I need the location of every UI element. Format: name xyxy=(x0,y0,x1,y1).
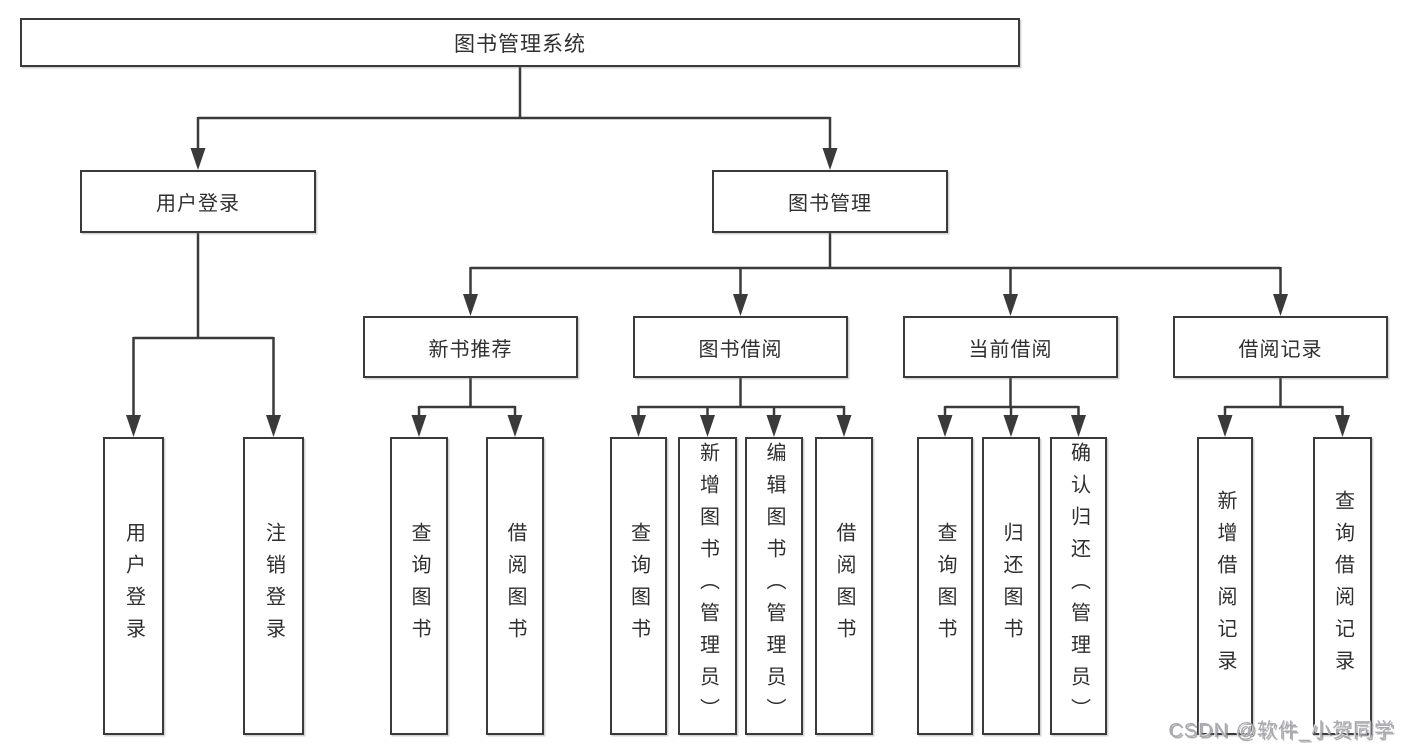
node-label: 查询图书 xyxy=(934,522,956,650)
leaf-borrow-books-recommend: 借阅图书 xyxy=(486,437,544,735)
node-label: 图书管理系统 xyxy=(454,32,586,56)
node-label: 当前借阅 xyxy=(968,338,1053,361)
leaf-edit-book-admin: 编辑图书（管理员） xyxy=(745,437,803,735)
arrow-down-icon xyxy=(733,294,748,316)
arrow-down-icon xyxy=(507,415,523,437)
node-label: 查询图书 xyxy=(408,522,430,650)
edge-root-to-level2 xyxy=(196,67,832,149)
node-label: 新增图书（管理员） xyxy=(696,442,719,730)
node-label: 图书借阅 xyxy=(698,338,783,361)
node-label: 用户登录 xyxy=(156,193,240,215)
leaf-query-books-recommend: 查询图书 xyxy=(390,437,448,735)
node-label: 借阅图书 xyxy=(833,522,855,650)
arrowheads xyxy=(126,148,1350,437)
node-current-borrow: 当前借阅 xyxy=(903,316,1118,378)
arrow-down-icon xyxy=(937,415,953,437)
leaf-logout-login: 注销登录 xyxy=(243,437,304,735)
leaf-query-borrow-record: 查询借阅记录 xyxy=(1313,437,1372,735)
node-new-book-recommend: 新书推荐 xyxy=(363,316,578,378)
edge-bookmgmt-children xyxy=(469,233,1282,295)
arrow-down-icon xyxy=(631,415,646,437)
arrow-down-icon xyxy=(836,415,852,437)
node-label: 借阅记录 xyxy=(1238,338,1323,361)
edge-userlogin-children xyxy=(132,233,275,416)
leaf-query-books-borrow: 查询图书 xyxy=(610,437,667,735)
edge-borrow-children xyxy=(637,378,846,416)
arrow-down-icon xyxy=(266,415,281,437)
node-label: 归还图书 xyxy=(1000,522,1022,650)
node-borrow-records: 借阅记录 xyxy=(1173,316,1388,378)
node-label: 查询借阅记录 xyxy=(1331,490,1354,682)
arrow-down-icon xyxy=(1071,415,1086,437)
node-label: 确认归还（管理员） xyxy=(1067,442,1090,730)
arrow-down-icon xyxy=(411,415,427,437)
node-book-management: 图书管理 xyxy=(712,170,948,233)
arrow-down-icon xyxy=(126,415,141,437)
node-label: 查询图书 xyxy=(627,522,650,650)
leaf-borrow-books: 借阅图书 xyxy=(815,437,873,735)
arrow-down-icon xyxy=(1003,294,1018,316)
node-label: 用户登录 xyxy=(122,522,145,650)
leaf-user-login: 用户登录 xyxy=(103,437,164,735)
node-label: 编辑图书（管理员） xyxy=(763,442,785,730)
edge-records-children xyxy=(1223,378,1344,416)
leaf-return-books: 归还图书 xyxy=(982,437,1040,735)
node-label: 新书推荐 xyxy=(428,338,513,361)
node-label: 注销登录 xyxy=(262,522,285,650)
arrow-down-icon xyxy=(766,415,782,437)
edge-current-children xyxy=(943,378,1080,416)
csdn-watermark: CSDN @软件_小贺同学 xyxy=(1168,720,1395,742)
leaf-query-books-current: 查询图书 xyxy=(917,437,973,735)
leaf-new-borrow-record: 新增借阅记录 xyxy=(1197,437,1253,735)
leaf-confirm-return-admin: 确认归还（管理员） xyxy=(1050,437,1107,735)
arrow-down-icon xyxy=(822,148,838,170)
node-label: 图书管理 xyxy=(788,193,872,215)
node-library-system: 图书管理系统 xyxy=(20,18,1020,67)
node-label: 借阅图书 xyxy=(504,522,526,650)
edge-newrec-children xyxy=(417,378,517,416)
arrow-down-icon xyxy=(463,294,478,316)
node-book-borrow: 图书借阅 xyxy=(633,316,848,378)
arrow-down-icon xyxy=(190,148,206,170)
arrow-down-icon xyxy=(1273,294,1288,316)
arrow-down-icon xyxy=(1217,415,1233,437)
arrow-down-icon xyxy=(1003,415,1019,437)
node-label: 新增借阅记录 xyxy=(1214,490,1236,682)
arrow-down-icon xyxy=(700,415,715,437)
arrow-down-icon xyxy=(1335,415,1350,437)
node-user-login: 用户登录 xyxy=(80,170,316,233)
leaf-add-book-admin: 新增图书（管理员） xyxy=(678,437,737,735)
